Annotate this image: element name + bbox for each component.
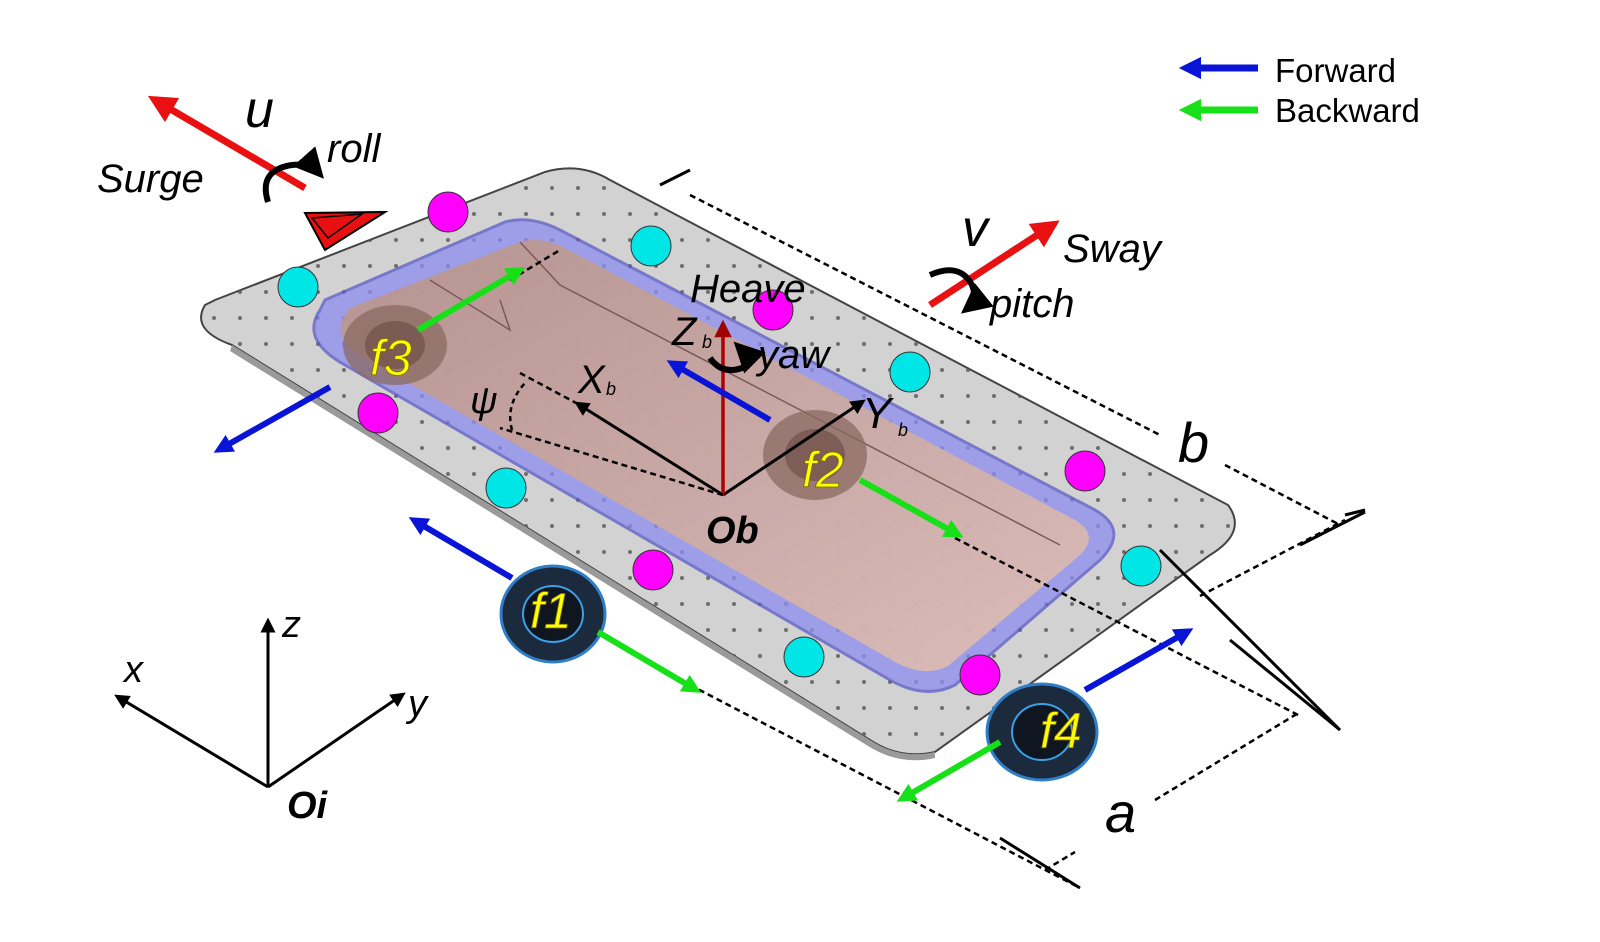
- y-axis-line: [267, 692, 406, 789]
- backward-arrow-f1: [596, 629, 702, 693]
- backward-arrow-f4: [896, 739, 1002, 802]
- forward-arrow-f3: [213, 384, 332, 453]
- xb-axis-line: [574, 401, 724, 497]
- sway-arrow: [928, 220, 1060, 308]
- psi-arc: [508, 382, 526, 431]
- magenta-marker: [959, 654, 1001, 696]
- x-axis-label: x: [122, 649, 145, 691]
- cyan-marker: [485, 467, 527, 509]
- cyan-marker: [889, 351, 931, 393]
- thruster-f1-label: f1: [530, 583, 572, 639]
- sway-label: Sway: [1063, 227, 1164, 271]
- yb-axis-line: [722, 399, 866, 497]
- x-axis-line: [114, 694, 269, 789]
- psi-reference-line: [499, 426, 724, 497]
- pitch-label: pitch: [989, 282, 1075, 326]
- ob-origin-label: Ob: [706, 510, 759, 552]
- inertial-frame: [114, 617, 406, 789]
- zb-subscript: b: [702, 332, 712, 352]
- roll-label: roll: [327, 127, 381, 171]
- magenta-marker: [752, 289, 794, 331]
- magenta-marker: [632, 549, 674, 591]
- cyan-marker: [630, 225, 672, 267]
- cyan-marker: [1120, 545, 1162, 587]
- heave-label: Heave: [690, 267, 806, 311]
- cyan-marker: [783, 636, 825, 678]
- legend-forward-label: Forward: [1275, 52, 1396, 89]
- yaw-rotation-icon: [707, 341, 766, 374]
- backward-arrow-f3: [416, 267, 526, 333]
- z-axis-label: z: [281, 604, 301, 646]
- magenta-marker: [1064, 450, 1106, 492]
- yb-axis-label: Y: [862, 389, 894, 438]
- dimension-lines: [659, 168, 1366, 890]
- vehicle-hull: [312, 218, 1116, 693]
- thruster-f1-body: [499, 564, 607, 664]
- oi-origin-label: Oi: [287, 785, 329, 827]
- thruster-f3-label: f3: [370, 330, 412, 386]
- body-frame: [499, 248, 866, 497]
- psi-label: ψ: [470, 380, 498, 422]
- thruster-f4-body: [985, 682, 1099, 782]
- legend: Forward Backward: [1178, 52, 1420, 129]
- thruster-f2-label: f2: [802, 442, 844, 498]
- roll-rotation-icon: [262, 146, 324, 203]
- magenta-marker: [357, 392, 399, 434]
- backward-arrow-f2: [858, 477, 964, 538]
- cyan-marker: [277, 266, 319, 308]
- yb-subscript: b: [898, 420, 908, 440]
- zb-axis-label: Z: [671, 310, 698, 354]
- thruster-f4-label: f4: [1040, 703, 1082, 759]
- xb-axis-label: X: [577, 358, 606, 402]
- forward-arrow-f2: [666, 360, 772, 423]
- surge-label: Surge: [97, 157, 204, 201]
- marker-dots: [277, 191, 1162, 696]
- xb-extension-line: [519, 371, 579, 406]
- yaw-label: yaw: [755, 333, 832, 377]
- xb-subscript: b: [606, 379, 616, 399]
- forward-arrow-f1: [408, 517, 514, 581]
- surge-arrow: [147, 95, 389, 252]
- y-axis-label: y: [405, 683, 429, 725]
- surge-symbol-label: u: [245, 81, 274, 139]
- sway-symbol-label: v: [962, 200, 991, 258]
- forward-arrow-f4: [1083, 628, 1194, 693]
- legend-backward-label: Backward: [1275, 92, 1420, 129]
- thrust-arrows: [213, 267, 1194, 802]
- dimension-a-label: a: [1105, 781, 1136, 844]
- magenta-marker: [427, 191, 469, 233]
- dimension-b-label: b: [1178, 411, 1209, 474]
- pitch-rotation-icon: [928, 267, 994, 314]
